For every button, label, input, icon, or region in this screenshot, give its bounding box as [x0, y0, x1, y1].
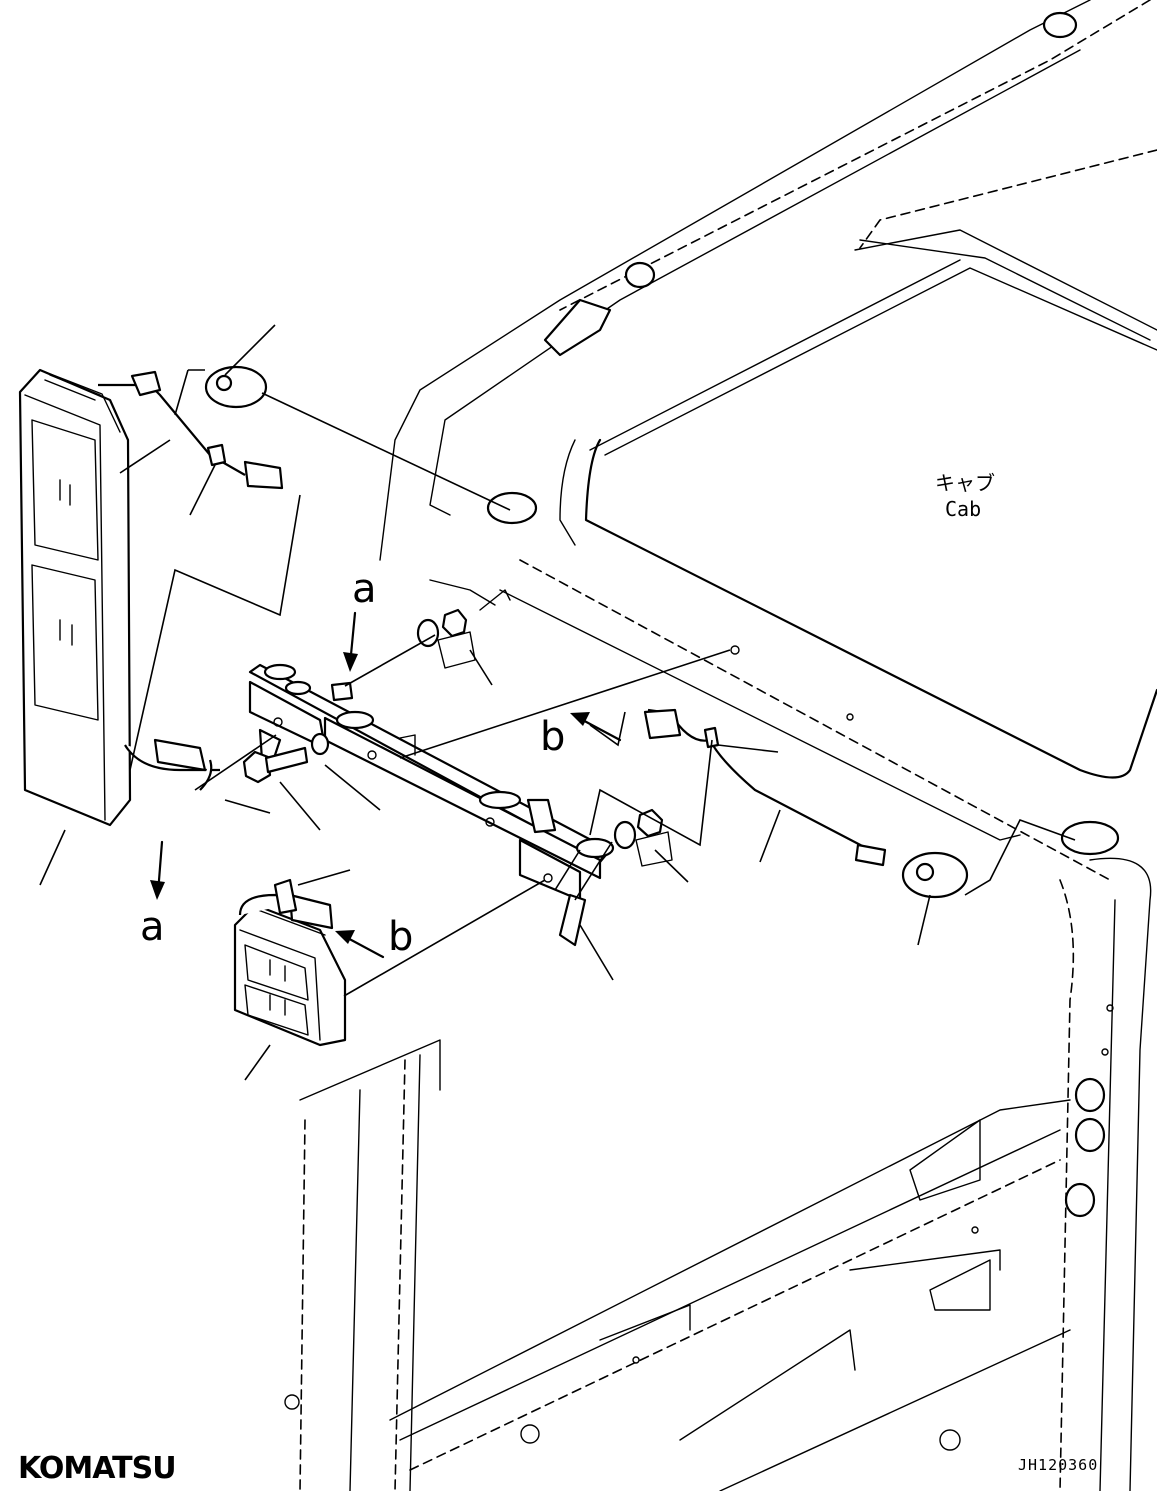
- upper-nut-washer: [416, 608, 476, 669]
- right-harness: [643, 708, 887, 867]
- arrow-a-top: [343, 611, 358, 672]
- callout-a-bottom: a: [140, 904, 165, 950]
- lower-nut-washer: [613, 808, 673, 867]
- callout-b-top: b: [540, 714, 565, 760]
- left-work-lamp: [18, 368, 220, 827]
- drawing-code: JH120360: [1018, 1456, 1098, 1474]
- arrow-a-bottom: [150, 840, 165, 900]
- callout-a-top: a: [352, 566, 377, 612]
- connection-lines: [39, 324, 1076, 1081]
- left-grommet: [204, 365, 268, 409]
- right-grommet: [901, 851, 969, 899]
- arrow-b-top: [570, 712, 622, 742]
- right-work-lamp: [233, 878, 347, 1047]
- callout-b-bottom: b: [388, 914, 413, 960]
- brand-logo: KOMATSU: [18, 1451, 176, 1486]
- cab-label-en: Cab: [945, 497, 981, 521]
- cab-label-jp: キャブ: [935, 471, 995, 495]
- arrow-b-bottom: [335, 930, 385, 959]
- cab-outline: [284, 0, 1157, 1491]
- light-mounting-bracket: [248, 663, 615, 947]
- mounting-bolt: [242, 732, 330, 784]
- left-harness: [98, 370, 284, 490]
